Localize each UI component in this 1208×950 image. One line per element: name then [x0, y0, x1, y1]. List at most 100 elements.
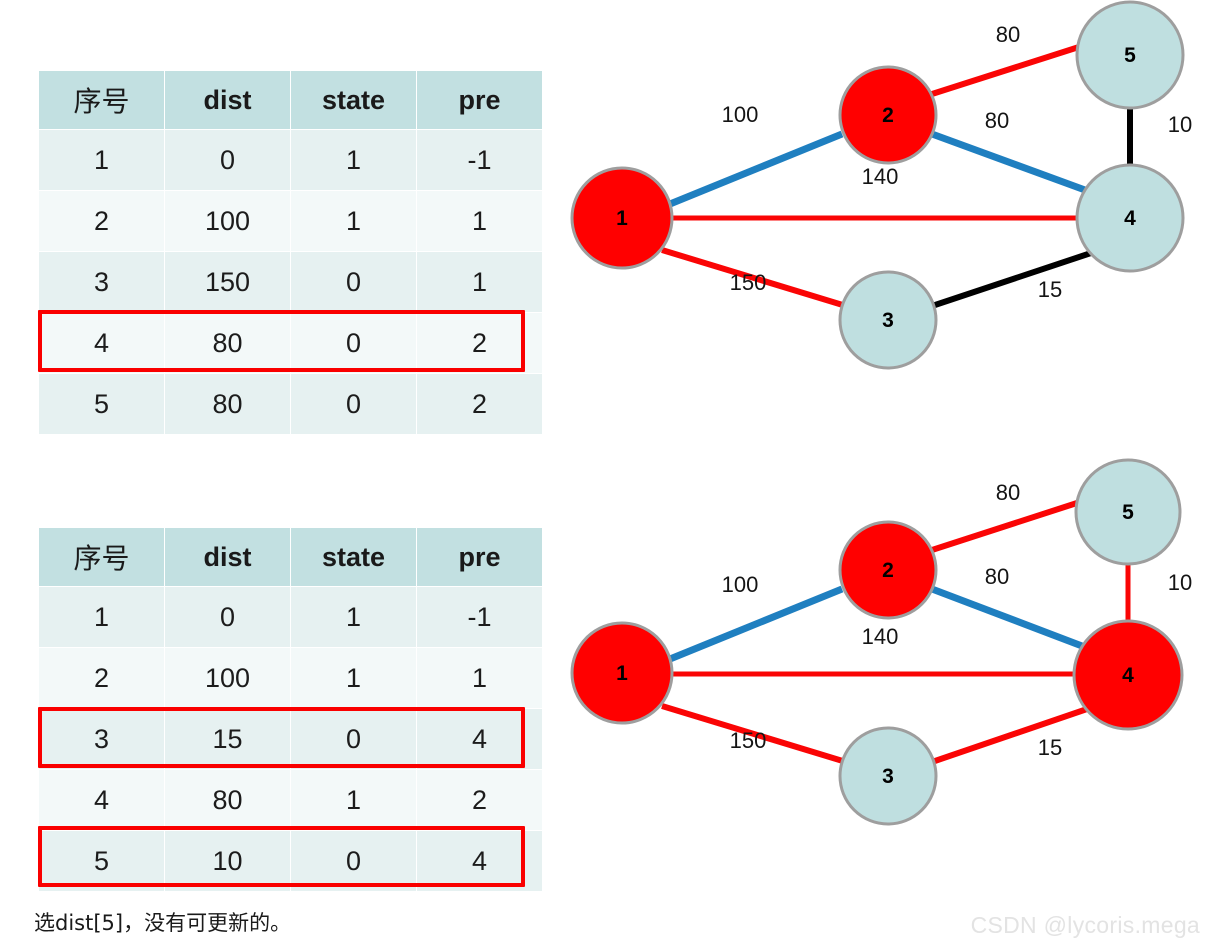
graph-node-4[interactable] — [1072, 619, 1184, 731]
edge-weight-1-2: 100 — [722, 572, 759, 597]
edge-weight-1-3: 150 — [730, 728, 767, 753]
table-row: 1 0 1 -1 — [39, 130, 542, 190]
edge-weight-2-5: 80 — [996, 22, 1020, 47]
dist-table-2: 序号 dist state pre 1 0 1 -1 2 100 1 1 3 1… — [38, 527, 543, 892]
cell-state: 1 — [291, 587, 416, 647]
cell-index: 2 — [39, 191, 164, 251]
graph-node-2[interactable] — [838, 520, 938, 620]
edge-1-2 — [668, 585, 844, 663]
cell-dist: 80 — [165, 770, 290, 830]
cell-dist: 0 — [165, 130, 290, 190]
graph-diagram-2: 1 2 3 4 5 100 80 80 140 150 15 10 — [560, 452, 1208, 872]
table-row-highlighted: 3 15 0 4 — [39, 709, 542, 769]
cell-index: 2 — [39, 648, 164, 708]
table-row-highlighted: 5 10 0 4 — [39, 831, 542, 891]
column-header-dist: dist — [165, 528, 290, 586]
graph-node-label-1: 1 — [616, 662, 628, 685]
column-header-state: state — [291, 528, 416, 586]
cell-pre: 4 — [417, 709, 542, 769]
cell-state: 1 — [291, 130, 416, 190]
cell-dist: 100 — [165, 191, 290, 251]
cell-pre: 2 — [417, 313, 542, 373]
graph-node-1[interactable] — [570, 621, 674, 725]
column-header-state: state — [291, 71, 416, 129]
graph-edge-labels: 100 80 80 140 150 15 10 — [722, 480, 1193, 760]
graph-node-label-2: 2 — [882, 559, 894, 582]
column-header-dist: dist — [165, 71, 290, 129]
column-header-index: 序号 — [39, 71, 164, 129]
edge-weight-2-4: 80 — [985, 564, 1009, 589]
graph-node-label-3: 3 — [882, 765, 894, 788]
edge-weight-5-4: 10 — [1168, 570, 1192, 595]
edge-2-5 — [931, 499, 1081, 553]
edge-weight-5-4: 10 — [1168, 112, 1192, 137]
cell-index: 5 — [39, 831, 164, 891]
column-header-index: 序号 — [39, 528, 164, 586]
cell-state: 0 — [291, 313, 416, 373]
edge-weight-2-4: 80 — [985, 108, 1009, 133]
dist-table-1: 序号 dist state pre 1 0 1 -1 2 100 1 1 3 1… — [38, 70, 543, 435]
table-row: 4 80 1 2 — [39, 770, 542, 830]
cell-dist: 80 — [165, 313, 290, 373]
edge-2-5 — [931, 43, 1083, 97]
graph-nodes — [570, 458, 1184, 826]
cell-pre: 2 — [417, 770, 542, 830]
edge-weight-1-4: 140 — [862, 624, 899, 649]
graph-node-1[interactable] — [570, 166, 674, 270]
edge-3-4 — [931, 705, 1091, 765]
cell-index: 4 — [39, 313, 164, 373]
column-header-pre: pre — [417, 71, 542, 129]
graph-node-label-5: 5 — [1124, 44, 1136, 67]
graph-node-5[interactable] — [1074, 458, 1182, 566]
cell-state: 0 — [291, 374, 416, 434]
cell-state: 1 — [291, 770, 416, 830]
cell-index: 3 — [39, 252, 164, 312]
table-row: 1 0 1 -1 — [39, 587, 542, 647]
column-header-pre: pre — [417, 528, 542, 586]
cell-index: 1 — [39, 130, 164, 190]
graph-node-3[interactable] — [838, 270, 938, 370]
table-row-highlighted: 4 80 0 2 — [39, 313, 542, 373]
cell-index: 5 — [39, 374, 164, 434]
graph-node-3[interactable] — [838, 726, 938, 826]
table-row: 2 100 1 1 — [39, 648, 542, 708]
cell-pre: 1 — [417, 252, 542, 312]
graph-node-label-4: 4 — [1122, 664, 1134, 687]
graph-node-label-2: 2 — [882, 104, 894, 127]
cell-state: 0 — [291, 831, 416, 891]
cell-dist: 150 — [165, 252, 290, 312]
cell-dist: 10 — [165, 831, 290, 891]
cell-state: 0 — [291, 252, 416, 312]
table-row: 5 80 0 2 — [39, 374, 542, 434]
graph-node-label-1: 1 — [616, 207, 628, 230]
graph-node-label-5: 5 — [1122, 501, 1134, 524]
graph-edge-labels: 100 80 80 140 150 15 10 — [722, 22, 1193, 302]
graph-edges — [661, 43, 1133, 309]
edge-2-4 — [930, 585, 1084, 650]
cell-dist: 15 — [165, 709, 290, 769]
cell-pre: 1 — [417, 191, 542, 251]
edge-weight-1-4: 140 — [862, 164, 899, 189]
edge-weight-3-4: 15 — [1038, 735, 1062, 760]
graph-node-labels: 1 2 3 4 5 — [616, 44, 1136, 332]
cell-dist: 80 — [165, 374, 290, 434]
graph-node-4[interactable] — [1075, 163, 1185, 273]
edge-weight-1-2: 100 — [722, 102, 759, 127]
cell-pre: 4 — [417, 831, 542, 891]
graph-node-label-3: 3 — [882, 309, 894, 332]
watermark-text: CSDN @lycoris.mega — [970, 912, 1200, 938]
edge-weight-2-5: 80 — [996, 480, 1020, 505]
edge-3-4 — [931, 249, 1095, 309]
graph-node-5[interactable] — [1075, 0, 1185, 110]
graph-nodes — [570, 0, 1185, 370]
table-row: 2 100 1 1 — [39, 191, 542, 251]
graph-edges — [661, 499, 1131, 765]
graph-node-2[interactable] — [838, 65, 938, 165]
cell-pre: -1 — [417, 587, 542, 647]
cell-pre: -1 — [417, 130, 542, 190]
edge-1-3 — [661, 703, 847, 765]
cell-index: 3 — [39, 709, 164, 769]
edge-weight-1-3: 150 — [730, 270, 767, 295]
cell-index: 1 — [39, 587, 164, 647]
